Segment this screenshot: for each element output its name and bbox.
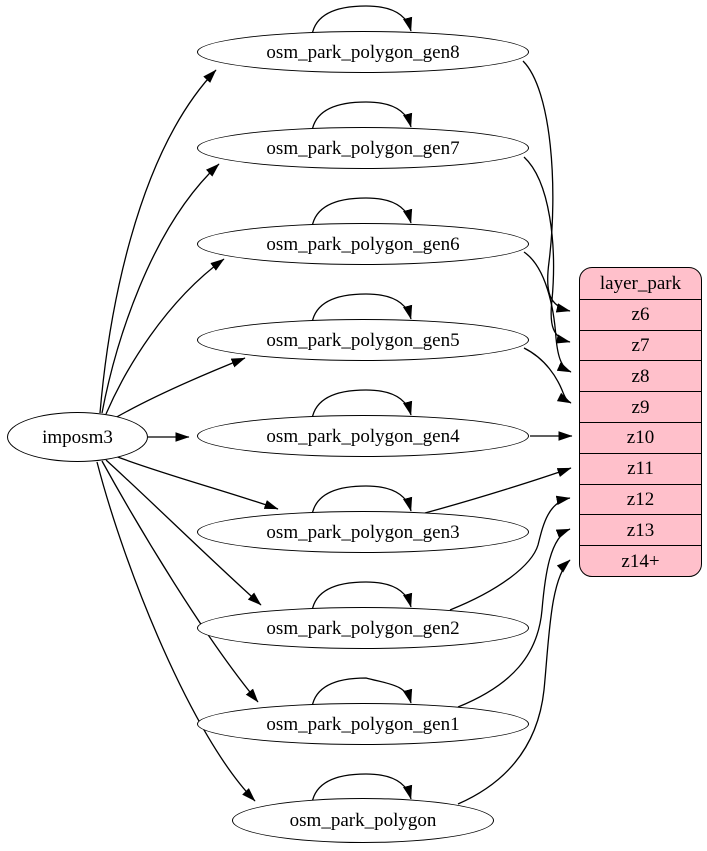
node-osm-park-polygon-gen2: osm_park_polygon_gen2 [197, 607, 529, 649]
edge-osm-park-polygon-to-layer-park-z14 [457, 559, 571, 805]
self-loop-osm-park-polygon-gen4 [311, 389, 413, 420]
layer-row-z7: z7 [580, 329, 701, 361]
self-loop-osm-park-polygon [311, 773, 413, 804]
layer-row-z8: z8 [580, 360, 701, 391]
node-osm-park-polygon: osm_park_polygon [232, 798, 494, 843]
edge-osm-park-polygon-gen6-to-layer-park-z8 [523, 251, 572, 373]
layer-park-table: layer_park z6 z7 z8 z9 z10 z11 z12 z13 z… [579, 267, 702, 577]
edge-imposm3-to-osm-park-polygon-gen6 [105, 258, 225, 415]
layer-row-z12: z12 [580, 483, 701, 515]
self-loop-osm-park-polygon-gen8 [311, 5, 413, 36]
node-osm-park-polygon-gen7: osm_park_polygon_gen7 [197, 127, 529, 169]
node-osm-park-polygon-gen8: osm_park_polygon_gen8 [197, 31, 529, 73]
layer-row-z13: z13 [580, 514, 701, 545]
edge-imposm3-to-osm-park-polygon-gen2 [105, 459, 262, 606]
layer-row-z11: z11 [580, 452, 701, 484]
edge-imposm3-to-osm-park-polygon [96, 461, 256, 802]
layer-row-z14plus: z14+ [580, 545, 701, 576]
layer-row-z6: z6 [580, 298, 701, 330]
self-loop-osm-park-polygon-gen3 [311, 485, 413, 516]
edge-osm-park-polygon-gen1-to-layer-park-z13 [457, 528, 571, 708]
edge-osm-park-polygon-gen7-to-layer-park-z7 [523, 156, 571, 344]
edge-osm-park-polygon-gen8-to-layer-park-z6 [522, 60, 571, 313]
node-osm-park-polygon-gen4: osm_park_polygon_gen4 [197, 415, 529, 457]
self-loop-osm-park-polygon-gen1 [311, 677, 413, 708]
edge-osm-park-polygon-gen5-to-layer-park-z9 [523, 347, 572, 404]
edge-imposm3-to-osm-park-polygon-gen5 [114, 357, 246, 419]
self-loop-osm-park-polygon-gen7 [311, 101, 413, 132]
layer-row-z9: z9 [580, 391, 701, 422]
edge-imposm3-to-osm-park-polygon-gen3 [114, 455, 279, 510]
self-loop-osm-park-polygon-gen6 [311, 197, 413, 228]
node-osm-park-polygon-gen5: osm_park_polygon_gen5 [197, 319, 529, 361]
edge-osm-park-polygon-gen3-to-layer-park-z11 [424, 467, 572, 514]
node-osm-park-polygon-gen3: osm_park_polygon_gen3 [197, 511, 529, 553]
node-imposm3: imposm3 [7, 412, 148, 462]
layer-park-title: layer_park [599, 272, 682, 294]
node-osm-park-polygon-gen6: osm_park_polygon_gen6 [197, 223, 529, 265]
self-loop-osm-park-polygon-gen5 [311, 293, 413, 324]
edge-osm-park-polygon-gen2-to-layer-park-z12 [449, 495, 571, 611]
edge-imposm3-to-osm-park-polygon-gen7 [101, 163, 220, 414]
node-osm-park-polygon-gen1: osm_park_polygon_gen1 [197, 703, 529, 745]
edge-imposm3-to-osm-park-polygon-gen1 [101, 460, 259, 703]
self-loop-osm-park-polygon-gen2 [311, 581, 413, 612]
layer-row-z10: z10 [580, 421, 701, 453]
edge-imposm3-to-osm-park-polygon-gen8 [99, 69, 217, 414]
